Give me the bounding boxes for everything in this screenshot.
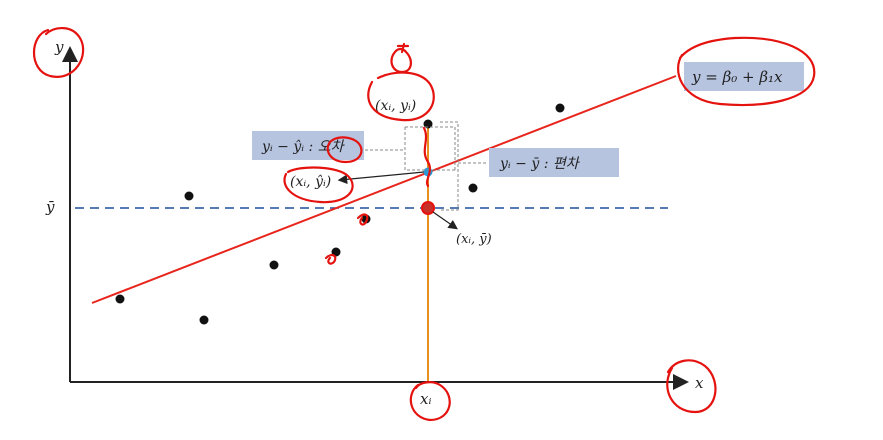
circle-predicted	[283, 166, 354, 204]
x-axis-label: x	[695, 374, 704, 392]
circle-y-label	[33, 27, 85, 78]
regression-line	[91, 75, 677, 304]
handwritten-annotations	[33, 27, 816, 422]
data-point	[555, 103, 565, 113]
squiggle-point-1	[356, 213, 369, 226]
data-point	[269, 260, 279, 270]
circle-xi-label	[409, 381, 451, 422]
ybar-label: ȳ	[45, 198, 55, 216]
mean-point-label: (xᵢ, ȳ)	[456, 232, 492, 247]
error-bracket	[404, 126, 456, 171]
observed-point-label: (xᵢ, yᵢ)	[375, 98, 416, 114]
data-point	[184, 191, 194, 201]
squiggle-point-2	[324, 253, 337, 265]
regression-label-box	[684, 62, 804, 91]
deviation-label: yᵢ − ȳ : 편차	[499, 156, 581, 172]
predicted-point-label: (xᵢ, ŷᵢ)	[290, 173, 331, 190]
squiggle-vertical	[422, 126, 432, 188]
circle-equation	[677, 36, 816, 107]
mean-arrow	[432, 211, 458, 230]
data-point	[199, 315, 209, 325]
y-axis-label: y	[54, 38, 64, 56]
regression-equation: y = β₀ + β₁x	[691, 68, 783, 86]
predicted-arrow	[337, 171, 425, 185]
data-point	[115, 294, 125, 304]
error-label-box	[252, 131, 364, 160]
error-label: yᵢ − ŷᵢ : 오차	[261, 138, 346, 155]
circle-korean-error	[326, 136, 363, 164]
circle-observed	[367, 71, 435, 122]
data-point	[468, 183, 478, 193]
xi-label: xᵢ	[420, 390, 431, 408]
deviation-label-box	[489, 148, 619, 177]
data-point	[331, 247, 341, 257]
apple-mark	[390, 42, 412, 74]
circle-x-label	[666, 359, 717, 414]
mean-point	[421, 201, 435, 215]
deviation-bracket	[440, 121, 459, 211]
observed-point	[423, 119, 433, 129]
